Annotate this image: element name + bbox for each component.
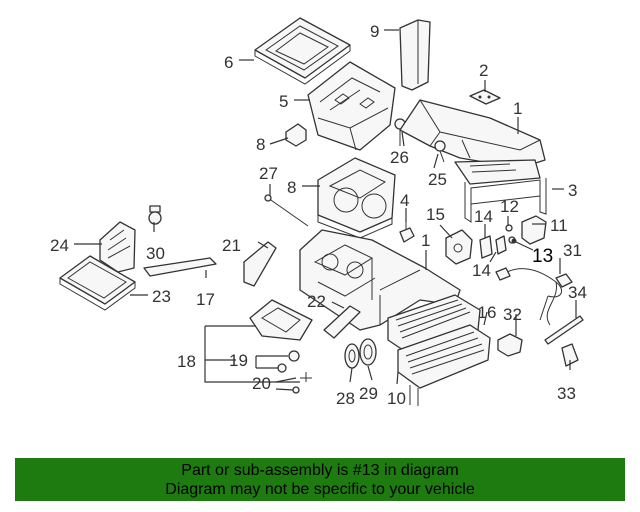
- callout-12: 12: [500, 197, 519, 216]
- part-1-lower-case: [299, 229, 461, 331]
- callout-14: 14: [472, 261, 491, 280]
- callout-9: 9: [370, 22, 379, 41]
- callout-29: 28: [336, 389, 355, 408]
- callout-33: 32: [503, 305, 522, 324]
- part-8-blower-housing: [317, 157, 396, 239]
- callout-3: 3: [568, 181, 577, 200]
- part-11-bracket: [521, 215, 547, 245]
- part-23-seal: [323, 305, 361, 339]
- part-14-clip: [495, 235, 507, 255]
- part-7-filter-frame: [254, 17, 351, 85]
- callout-5: 5: [279, 92, 288, 111]
- callout-31: 30: [146, 244, 165, 263]
- callout-21: 20: [252, 374, 271, 393]
- part-19-filter: [249, 299, 313, 341]
- callout-13: 13: [532, 246, 553, 267]
- part-24-tray: [59, 255, 136, 311]
- callout-22: 21: [222, 236, 241, 255]
- part-4-bolt: [399, 220, 415, 243]
- part-31-bolt: [148, 205, 162, 225]
- part-22-seal: [243, 241, 277, 287]
- part-35-sensor-rod: [544, 315, 584, 345]
- callout-labels: 16 6 9 2 5 1 8 26 25 8 3 27 4 15 14 12 1…: [50, 22, 587, 408]
- info-banner: Part or sub-assembly is #13 in diagram D…: [15, 458, 625, 501]
- callout-17: 16: [478, 303, 497, 322]
- callout-7: 6: [224, 53, 233, 72]
- callout-24: 23: [152, 287, 171, 306]
- callout-10: 10: [387, 389, 406, 408]
- callout-8: 8: [287, 178, 296, 197]
- banner-line-1: Part or sub-assembly is #13 in diagram: [181, 462, 459, 479]
- part-3-tube-frame: [464, 178, 547, 223]
- callout-23: 22: [307, 292, 326, 311]
- banner-line-2: Diagram may not be specific to your vehi…: [165, 481, 475, 498]
- part-26-fitting: [434, 140, 446, 163]
- callout-4: 4: [400, 191, 409, 210]
- callout-1-upper: 1: [513, 99, 522, 118]
- callout-20: 19: [229, 351, 248, 370]
- part-32-harness: [495, 267, 573, 326]
- callout-27: 26: [390, 148, 409, 167]
- part-2-plate: [469, 89, 501, 105]
- callout-16: 15: [426, 205, 445, 224]
- part-20-grommets: [277, 350, 300, 373]
- callout-18: 17: [196, 290, 215, 309]
- callout-15: 14: [474, 207, 493, 226]
- part-28-rod: [264, 194, 309, 227]
- callout-32: 31: [563, 241, 582, 260]
- callout-30: 29: [359, 384, 378, 403]
- part-16-actuator: [445, 229, 473, 265]
- part-5-upper-housing: [307, 61, 396, 151]
- part-30-seal: [359, 338, 377, 366]
- part-18-bar: [143, 257, 217, 277]
- part-33-connector: [497, 333, 523, 357]
- callout-34: 33: [557, 384, 576, 403]
- callout-25: 24: [50, 236, 69, 255]
- leader-lines: [74, 29, 577, 391]
- part-34-relay: [561, 343, 579, 367]
- part-1-upper-duct: [399, 99, 546, 185]
- callout-35: 34: [568, 283, 587, 302]
- part-12-screw: [505, 224, 513, 232]
- part-25-bracket: [99, 221, 136, 273]
- callout-26: 25: [428, 170, 447, 189]
- callout-6: 8: [256, 135, 265, 154]
- callout-2: 2: [479, 61, 488, 80]
- callout-1-lower: 1: [421, 231, 430, 250]
- callout-11: 11: [550, 216, 568, 235]
- callout-28: 27: [259, 164, 278, 183]
- parts-diagram: 16 6 9 2 5 1 8 26 25 8 3 27 4 15 14 12 1…: [50, 17, 587, 408]
- part-9-panel: [399, 19, 431, 91]
- callout-19: 18: [177, 352, 196, 371]
- part-15-sensor: [479, 235, 493, 259]
- part-29-seal: [344, 343, 360, 369]
- part-6-bracket: [285, 123, 307, 147]
